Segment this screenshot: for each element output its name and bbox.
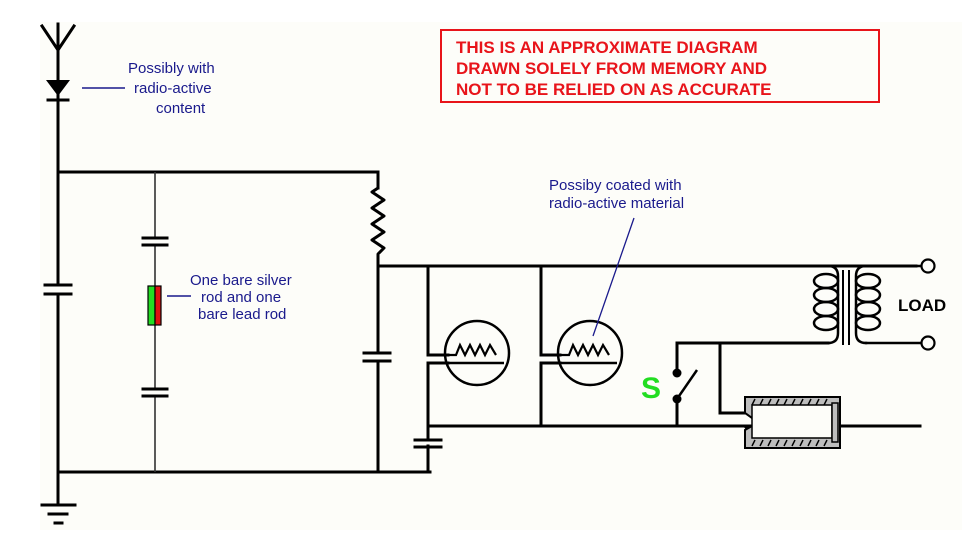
diode-note: Possibly with radio-active content bbox=[128, 60, 219, 117]
capacitor-icon bbox=[141, 236, 169, 247]
primary-winding bbox=[812, 272, 840, 332]
tube-icon bbox=[556, 217, 635, 387]
coil-windings bbox=[751, 398, 828, 447]
rod-pair bbox=[147, 285, 162, 326]
capacitor-icon bbox=[362, 351, 392, 363]
lead-rod bbox=[154, 285, 162, 326]
ground-icon bbox=[40, 503, 77, 525]
transformer-icon bbox=[812, 264, 923, 345]
capacitor-icon bbox=[141, 387, 169, 398]
tube-note: Possiby coated with radio-active materia… bbox=[549, 177, 686, 212]
load-terminal bbox=[920, 335, 936, 351]
capacitor-icon bbox=[43, 283, 73, 296]
secondary-winding bbox=[854, 272, 882, 332]
coil-device bbox=[675, 341, 841, 449]
diode-icon bbox=[46, 48, 125, 174]
switch-label: S bbox=[641, 372, 661, 405]
tube-icon bbox=[443, 319, 511, 387]
switch-icon bbox=[672, 341, 830, 428]
resistor-icon bbox=[370, 186, 386, 264]
tube-note-leader bbox=[592, 217, 635, 337]
main-wiring bbox=[56, 170, 918, 505]
capacitor-icon bbox=[413, 438, 443, 449]
tube-wiring bbox=[426, 264, 922, 474]
warning-text: THIS IS AN APPROXIMATE DIAGRAM DRAWN SOL… bbox=[456, 38, 772, 99]
rod-note: One bare silver rod and one bare lead ro… bbox=[190, 272, 296, 323]
silver-rod bbox=[147, 285, 156, 326]
rod-branch bbox=[141, 172, 191, 472]
load-label: LOAD bbox=[898, 296, 946, 315]
warning-box: THIS IS AN APPROXIMATE DIAGRAM DRAWN SOL… bbox=[440, 29, 880, 103]
load-terminal bbox=[920, 258, 936, 274]
